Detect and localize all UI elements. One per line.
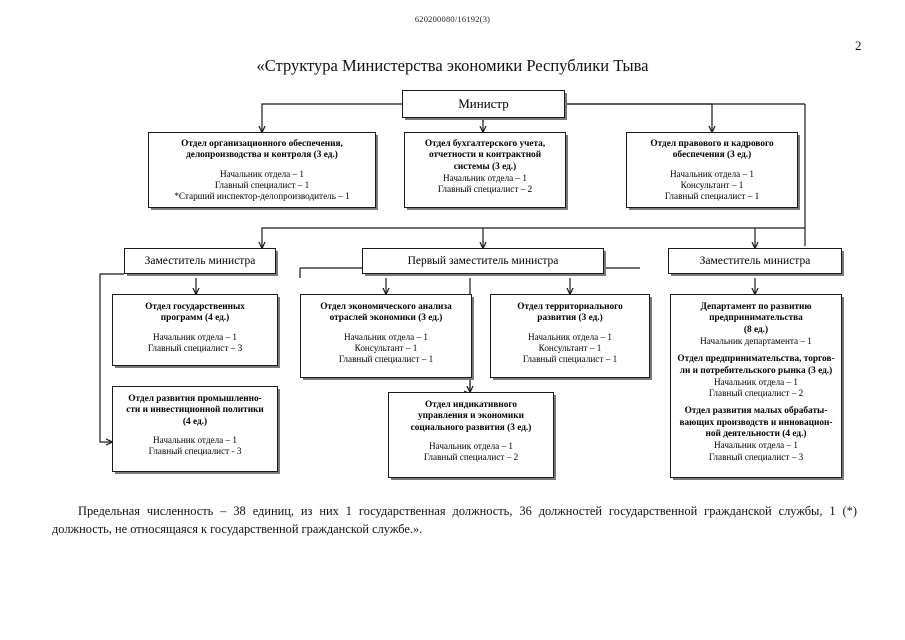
node-staff-line: Главный специалист – 3 [147, 342, 243, 353]
node-title-line: Отдел территориального [517, 302, 623, 312]
subsection-staff-line: Главный специалист – 3 [708, 451, 804, 462]
footer-note: Предельная численность – 38 единиц, из н… [52, 503, 857, 538]
subsection-title-line: Отдел развития малых обрабаты- [684, 406, 828, 417]
node-staff-line: Главный специалист – 1 [214, 179, 310, 190]
node-title-line: Отдел государственных [145, 302, 245, 312]
node-staff-line: Начальник отдела – 1 [152, 434, 238, 445]
document-header-code: 620200080/16192(3) [414, 14, 491, 24]
footer-note-text: Предельная численность – 38 единиц, из н… [52, 504, 857, 536]
node-title-line: Отдел правового и кадрового [650, 139, 774, 149]
node-staff-line: Начальник отдела – 1 [152, 331, 238, 342]
node-deputy-title: Первый заместитель министра [407, 254, 559, 267]
node-title-line: отчетности и контрактной [428, 150, 542, 161]
spacer [631, 162, 793, 169]
node-staff-line: Начальник отдела – 1 [343, 331, 429, 342]
node-title-line: системы (3 ед.) [453, 161, 517, 172]
spacer [393, 434, 549, 441]
node-staff-line: Главный специалист – 1 [522, 354, 618, 365]
node-title-line: отраслей экономики (3 ед.) [329, 313, 443, 324]
node-deputy-title: Заместитель министра [699, 254, 811, 267]
subsection-title-line: ной деятельности (4 ед.) [705, 428, 807, 439]
node-title-line: развития (3 ед.) [537, 313, 603, 324]
subsection-staff-line: Главный специалист – 2 [708, 388, 804, 399]
node-first-deputy-minister[interactable]: Первый заместитель министра [362, 248, 604, 274]
page-number: 2 [855, 38, 862, 53]
node-title-line: Отдел бухгалтерского учета, [424, 139, 546, 149]
node-staff-line: Консультант – 1 [354, 342, 418, 353]
node-deputy-minister-right[interactable]: Заместитель министра [668, 248, 842, 274]
node-title-line: Отдел индикативного [424, 400, 518, 410]
node-minister[interactable]: Министр [402, 90, 565, 118]
node-minister-title: Министр [458, 96, 509, 112]
spacer [117, 325, 273, 332]
node-staff-line: Начальник отдела – 1 [527, 331, 613, 342]
subsection-title-line: Отдел предпринимательства, торгов- [677, 354, 835, 365]
node-title-line: (4 ед.) [182, 416, 208, 427]
node-staff-line: Главный специалист - 3 [148, 446, 242, 457]
node-title-line: обеспечения (3 ед.) [672, 150, 752, 161]
node-title-line: предпринимательства [709, 313, 803, 324]
node-staff-line: Консультант – 1 [680, 179, 744, 190]
subsection-staff-line: Начальник отдела – 1 [713, 376, 799, 387]
node-staff-line: Начальник отдела – 1 [428, 440, 514, 451]
node-title-line: делопроизводства и контроля (3 ед.) [186, 150, 338, 161]
subsection-staff-line: Начальник отдела – 1 [713, 440, 799, 451]
node-dept-state-programs[interactable]: Отдел государственных программ (4 ед.) Н… [112, 294, 278, 366]
node-staff-line: Начальник отдела – 1 [219, 168, 305, 179]
node-staff-line: Начальник отдела – 1 [669, 168, 755, 179]
node-department-entrepreneurship[interactable]: Департамент по развитию предпринимательс… [670, 294, 842, 478]
node-title-line: социального развития (3 ед.) [410, 422, 532, 433]
node-title-line: управления и экономики [418, 411, 524, 422]
node-deputy-title: Заместитель министра [144, 254, 256, 267]
node-dept-accounting[interactable]: Отдел бухгалтерского учета, отчетности и… [404, 132, 566, 208]
node-dept-economic-analysis[interactable]: Отдел экономического анализа отраслей эк… [300, 294, 472, 378]
node-dept-territorial-development[interactable]: Отдел территориального развития (3 ед.) … [490, 294, 650, 378]
node-title-line: (8 ед.) [743, 324, 769, 335]
node-staff-line: Консультант – 1 [538, 342, 602, 353]
node-staff-line: Главный специалист – 2 [437, 184, 533, 195]
node-staff-line: *Старший инспектор-делопроизводитель – 1 [174, 191, 350, 202]
node-title-line: Отдел организационного обеспечения, [181, 139, 343, 149]
spacer [675, 347, 837, 354]
node-title-line: программ (4 ед.) [160, 313, 230, 324]
spacer [495, 325, 645, 332]
node-title-line: Отдел развития промышленно- [128, 394, 262, 404]
node-dept-legal-hr[interactable]: Отдел правового и кадрового обеспечения … [626, 132, 798, 208]
node-dept-indicative-management[interactable]: Отдел индикативного управления и экономи… [388, 392, 554, 478]
subsection-title-line: ли и потребительского рынка (3 ед.) [679, 365, 833, 376]
node-dept-industry-investment[interactable]: Отдел развития промышленно- сти и инвест… [112, 386, 278, 472]
spacer [117, 428, 273, 435]
node-staff-line: Главный специалист – 2 [423, 452, 519, 463]
node-staff-line: Начальник департамента – 1 [700, 335, 812, 346]
org-chart: Министр Отдел организационного обеспечен… [99, 90, 842, 478]
node-staff-line: Главный специалист – 1 [664, 191, 760, 202]
spacer [305, 325, 467, 332]
node-title-line: Департамент по развитию [700, 302, 812, 312]
node-deputy-minister-left[interactable]: Заместитель министра [124, 248, 276, 274]
node-staff-line: Главный специалист – 1 [338, 354, 434, 365]
subsection-title-line: вающих производств и инновацион- [679, 417, 833, 428]
node-dept-organizational[interactable]: Отдел организационного обеспечения, дело… [148, 132, 376, 208]
page-title: «Структура Министерства экономики Респуб… [256, 56, 649, 75]
node-staff-line: Начальник отдела – 1 [442, 172, 528, 183]
spacer [153, 162, 371, 169]
node-title-line: сти и инвестиционной политики [126, 405, 264, 416]
node-title-line: Отдел экономического анализа [320, 302, 452, 312]
